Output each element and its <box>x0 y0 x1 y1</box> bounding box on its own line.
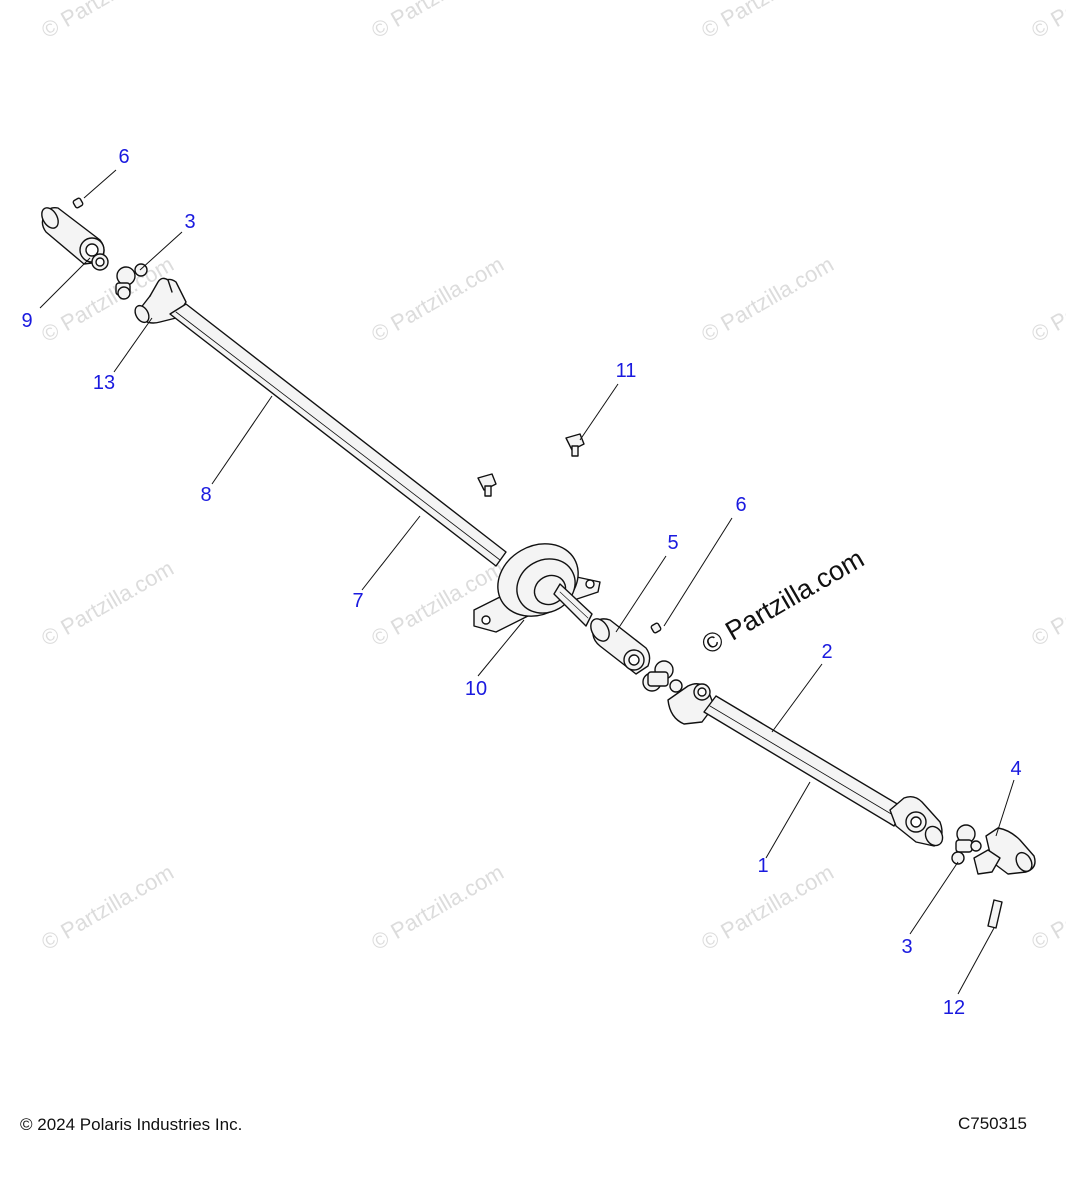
leader-lines <box>39 169 1015 995</box>
u-joint-part-3-bottom <box>951 824 982 865</box>
leader-line-11 <box>579 383 619 441</box>
callout-8: 8 <box>200 484 212 506</box>
leader-line-9 <box>39 257 91 309</box>
front-coupler-part-9 <box>41 206 109 271</box>
callout-3-top: 3 <box>184 211 196 233</box>
mounting-bolt-part-11-right <box>565 433 585 457</box>
shaft-yoke-part-13 <box>134 277 187 324</box>
diagram-code: C750315 <box>958 1114 1028 1133</box>
callout-12: 12 <box>942 997 966 1019</box>
leader-line-13 <box>113 317 153 373</box>
callout-6-mid: 6 <box>735 494 747 516</box>
callout-11: 11 <box>615 360 637 382</box>
leader-line-1 <box>765 781 811 859</box>
leader-line-4 <box>995 779 1015 837</box>
copyright-text: © 2024 Polaris Industries Inc. <box>20 1115 243 1134</box>
callout-2: 2 <box>821 641 833 663</box>
leader-line-6-mid <box>663 517 733 627</box>
front-propshaft-part-8 <box>169 303 507 567</box>
callout-10: 10 <box>464 678 488 700</box>
leader-line-12 <box>957 927 995 995</box>
grease-fitting-part-6-top <box>72 197 84 209</box>
leader-line-5 <box>615 555 667 633</box>
callout-13: 13 <box>92 372 116 394</box>
leader-line-2 <box>771 663 823 733</box>
end-yoke-part-4 <box>973 827 1036 875</box>
leader-line-7 <box>361 515 421 591</box>
u-joint-part-3-top <box>115 263 148 300</box>
callout-4: 4 <box>1010 758 1022 780</box>
shaft-end-yoke <box>889 795 944 847</box>
u-joint-mid <box>642 660 683 693</box>
callout-6-top: 6 <box>118 146 130 168</box>
leader-line-3-bottom <box>909 861 959 935</box>
leader-line-3-top <box>139 231 183 271</box>
callout-3-bottom: 3 <box>901 936 913 958</box>
callout-9: 9 <box>21 310 33 332</box>
callout-1: 1 <box>757 855 769 877</box>
leader-line-10 <box>477 619 525 677</box>
grease-fitting-part-6-mid <box>650 622 662 634</box>
carrier-bearing-part-10 <box>473 543 601 633</box>
rear-coupler-part-5 <box>590 618 651 675</box>
callout-5: 5 <box>667 532 679 554</box>
leader-line-8 <box>211 395 273 485</box>
roll-pin-part-12 <box>987 899 1003 929</box>
rear-propshaft-part-1 <box>703 695 905 827</box>
leader-line-6-top <box>83 169 117 199</box>
splined-stub <box>553 583 593 627</box>
callout-7: 7 <box>352 590 364 612</box>
mounting-bolt-part-11-left <box>477 473 497 497</box>
